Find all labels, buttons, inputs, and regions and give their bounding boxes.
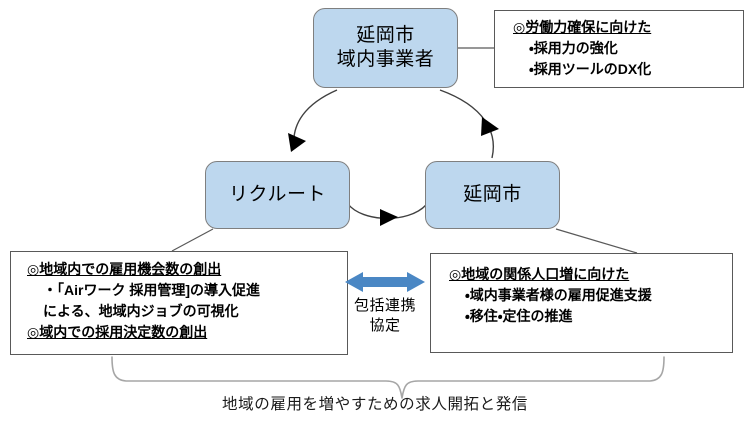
- entity-top-line1: 延岡市: [356, 24, 415, 46]
- note-right-heading: ◎地域の関係人口増に向けた: [449, 266, 630, 282]
- pact-caption-line-1: 包括連携: [353, 297, 416, 314]
- note-right-bullet-1: ・域内事業者様の雇用促進支援: [465, 287, 652, 303]
- partnership-agreement-caption: 包括連携 協定: [345, 296, 425, 337]
- cycle-arc-left-to-right: [347, 203, 427, 220]
- note-box-employment-creation[interactable]: ◎地域内での雇用機会数の創出 ・「Airワーク 採用管理]の導入促進 による、地…: [10, 251, 348, 355]
- entity-box-nobeoka-city[interactable]: 延岡市: [425, 161, 560, 229]
- bottom-summary-caption: 地域の雇用を増やすための求人開拓と発信: [222, 396, 528, 413]
- note-top-heading: ◎労働力確保に向けた: [513, 19, 652, 35]
- bidirectional-arrow-icon: [345, 272, 425, 292]
- note-right-bullet-2: ・移住・定住の推進: [465, 308, 573, 324]
- note-left-bullet-1-line-2: による、地域内ジョブの可視化: [43, 303, 239, 319]
- entity-left-label: リクルート: [229, 183, 326, 205]
- entity-box-nobeoka-businesses[interactable]: 延岡市 域内事業者: [313, 8, 458, 88]
- note-box-workforce[interactable]: ◎労働力確保に向けた ・採用力の強化 ・採用ツールのDX化: [494, 10, 744, 88]
- entity-right-label: 延岡市: [463, 183, 522, 205]
- entity-box-recruit[interactable]: リクルート: [205, 161, 350, 229]
- cycle-arc-right-to-top: [439, 89, 494, 159]
- note-left-heading-1: ◎地域内での雇用機会数の創出: [27, 261, 222, 277]
- pact-caption-line-2: 協定: [369, 317, 401, 335]
- partnership-agreement-group: 包括連携 協定: [345, 270, 425, 337]
- entity-top-line2: 域内事業者: [336, 49, 435, 70]
- connector-left-entity-to-note: [171, 228, 214, 252]
- note-top-bullet-1: ・採用力の強化: [529, 40, 618, 56]
- note-top-bullet-2: ・採用ツールのDX化: [529, 61, 652, 77]
- connector-right-entity-to-note: [555, 228, 638, 254]
- cycle-arc-top-to-left: [293, 89, 338, 147]
- cycle-arrowhead-right: [380, 209, 398, 226]
- note-box-population[interactable]: ◎地域の関係人口増に向けた ・域内事業者様の雇用促進支援 ・移住・定住の推進: [430, 253, 733, 353]
- note-left-heading-2: ◎域内での採用決定数の創出: [27, 324, 208, 340]
- cycle-arrowhead-left: [288, 133, 306, 152]
- note-left-bullet-1-line-1: ・「Airワーク 採用管理]の導入促進: [43, 282, 260, 298]
- cycle-arrowhead-top: [481, 117, 499, 136]
